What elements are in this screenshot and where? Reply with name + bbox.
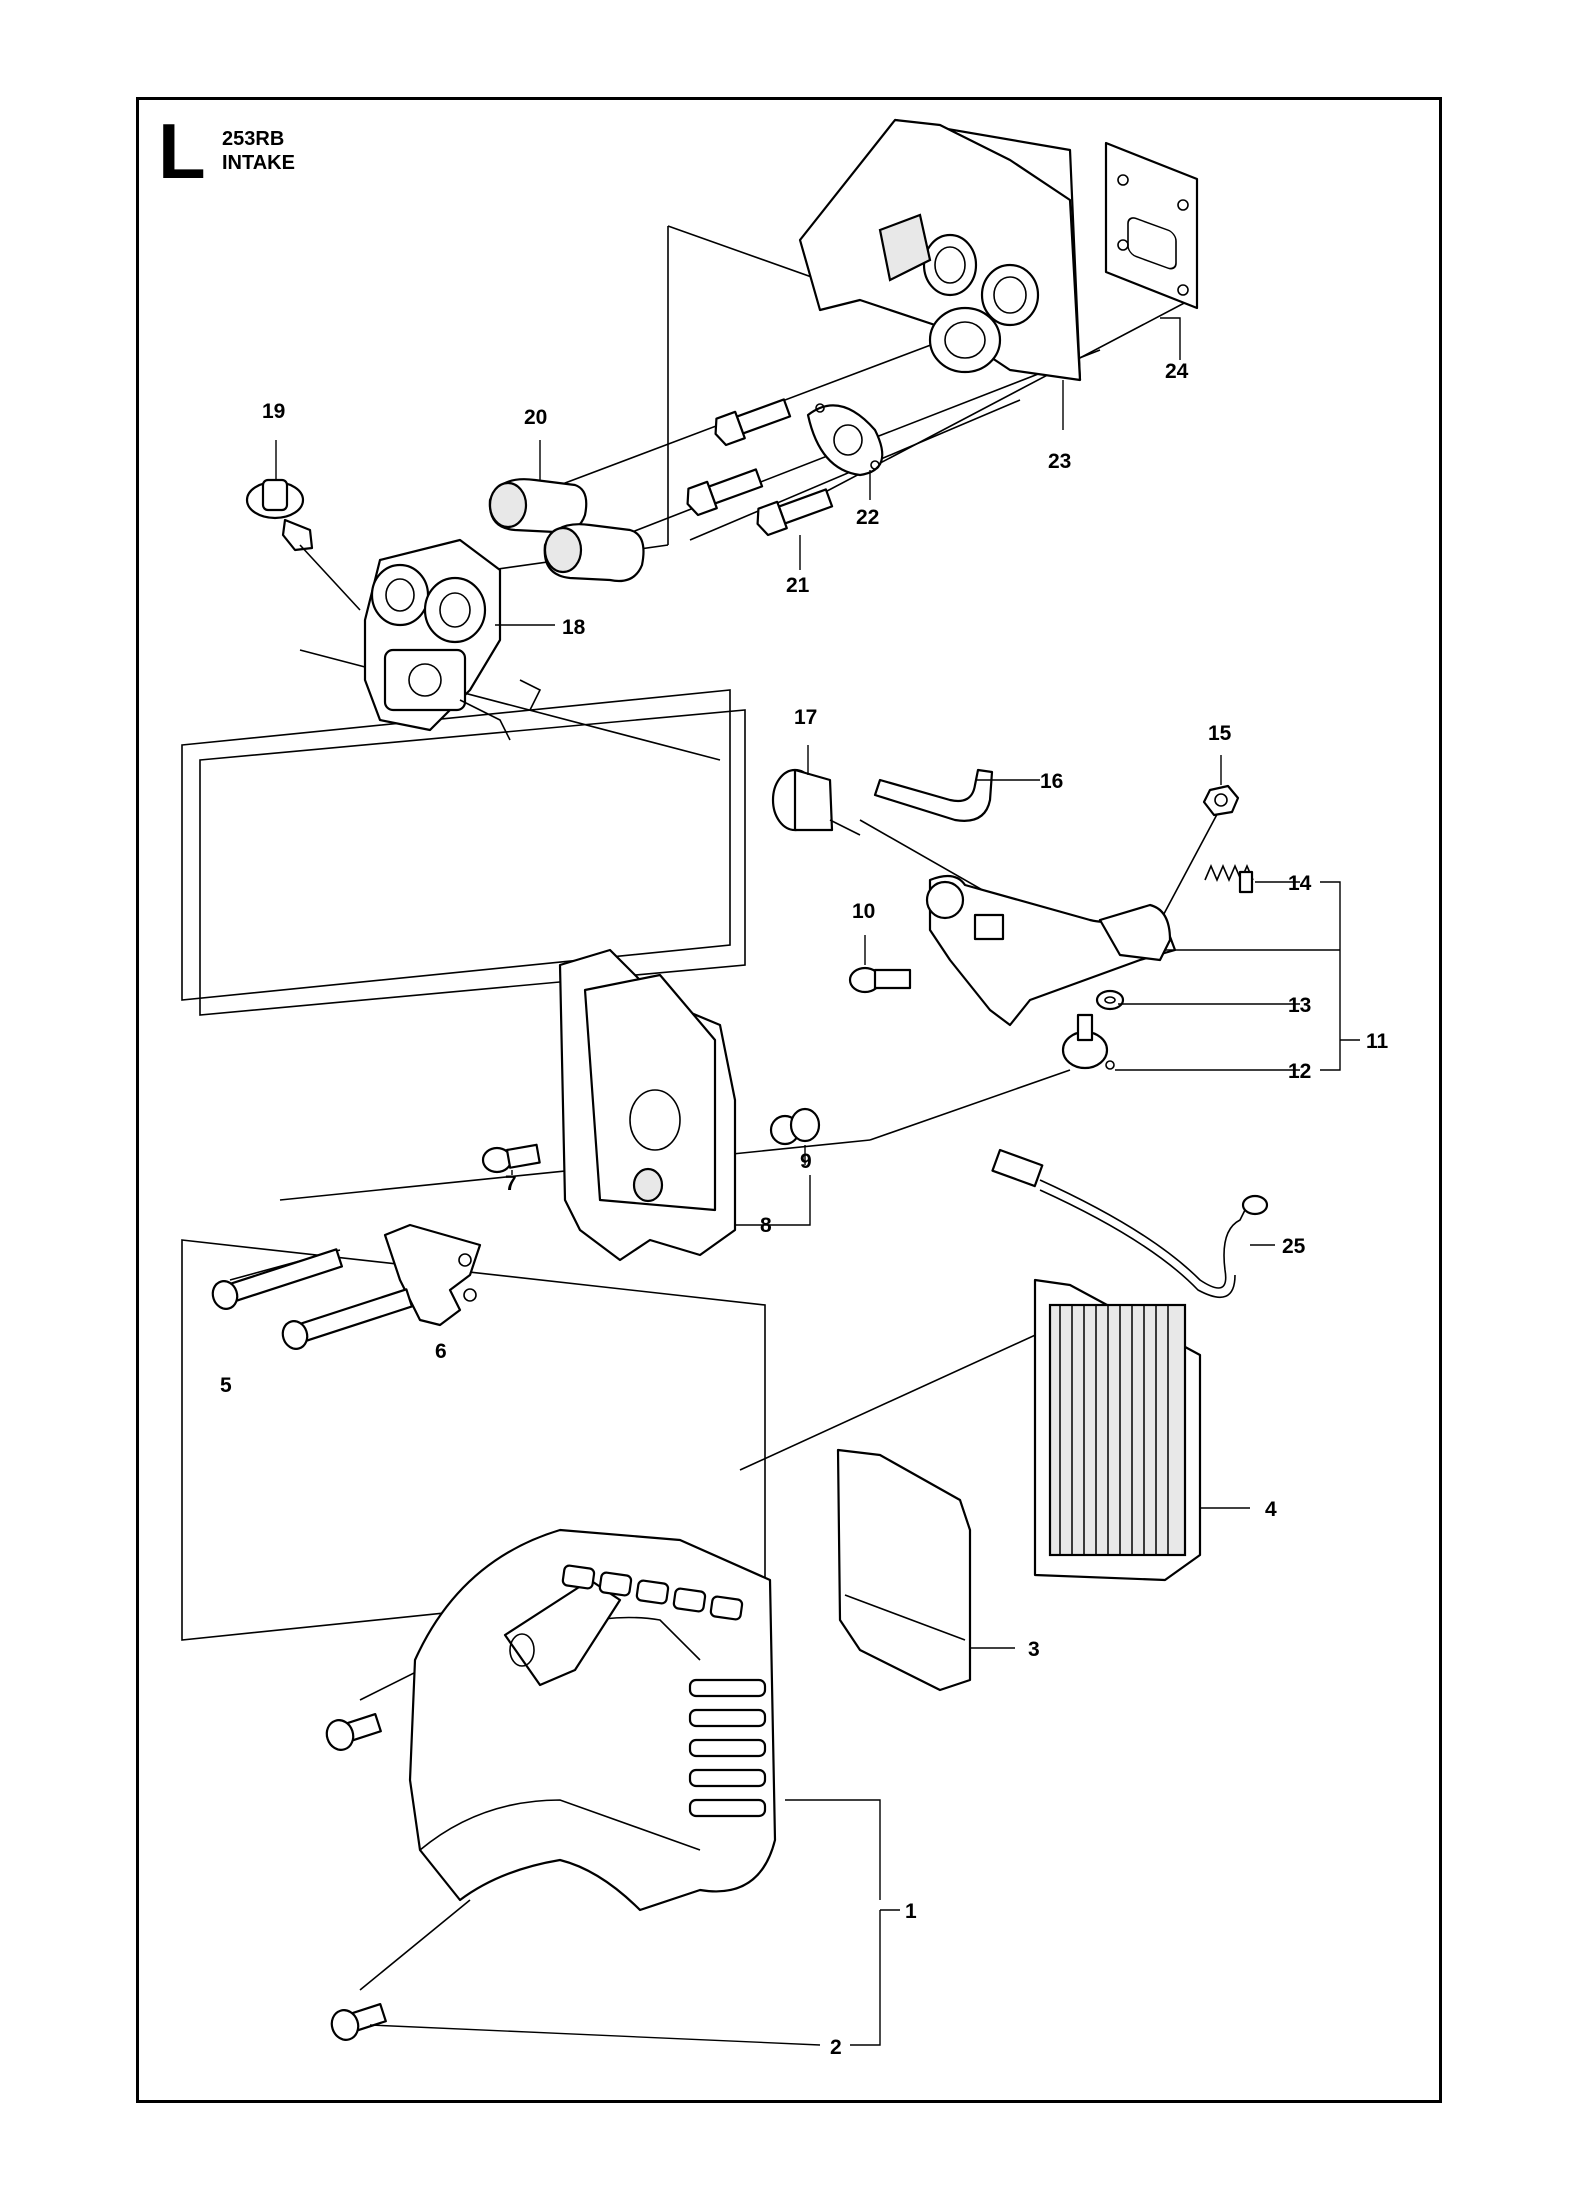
control-bracket xyxy=(925,874,1177,1027)
plug-9 xyxy=(769,1107,821,1146)
callout-22: 22 xyxy=(856,506,879,529)
model-number: 253RB xyxy=(222,128,285,150)
hose-16 xyxy=(873,768,994,822)
carburetor xyxy=(363,538,542,741)
callout-23: 23 xyxy=(1048,450,1071,473)
intake-hoses xyxy=(488,478,645,583)
callout-8: 8 xyxy=(760,1214,772,1237)
spring-14 xyxy=(1204,863,1254,894)
callout-14: 14 xyxy=(1288,872,1312,895)
diagram-frame xyxy=(136,97,1442,2103)
callout-18: 18 xyxy=(562,616,586,639)
callout-2: 2 xyxy=(830,2036,842,2059)
ball-joint-12 xyxy=(1061,1013,1115,1070)
intake-housing xyxy=(798,118,1082,382)
callout-9: 9 xyxy=(800,1150,812,1173)
insulator-plate xyxy=(1104,141,1199,310)
callout-17: 17 xyxy=(794,706,817,729)
callout-4: 4 xyxy=(1265,1498,1277,1521)
callout-5: 5 xyxy=(220,1374,232,1397)
callout-19: 19 xyxy=(262,400,285,423)
callout-labels: 1 2 3 4 5 6 7 8 9 10 11 12 13 14 15 16 1… xyxy=(220,360,1389,2059)
section-letter: L xyxy=(158,107,206,195)
callout-21: 21 xyxy=(786,574,810,597)
callout-1: 1 xyxy=(905,1900,917,1923)
gasket-outline-upper xyxy=(181,689,746,1016)
long-screws-5 xyxy=(211,1248,414,1350)
callout-16: 16 xyxy=(1040,770,1063,793)
screws-21 xyxy=(686,398,834,537)
carburetor-gasket xyxy=(806,403,884,477)
callout-11: 11 xyxy=(1366,1030,1389,1053)
callout-7: 7 xyxy=(505,1172,517,1195)
cover-screws-2 xyxy=(325,1712,387,2041)
throttle-cable xyxy=(991,1148,1269,1299)
callout-6: 6 xyxy=(435,1340,447,1363)
callout-25: 25 xyxy=(1282,1235,1306,1258)
screw-7 xyxy=(481,1143,541,1174)
callout-13: 13 xyxy=(1288,994,1311,1017)
callout-24: 24 xyxy=(1165,360,1189,383)
leader-lines xyxy=(275,317,1360,2046)
callout-20: 20 xyxy=(524,406,547,429)
pre-filter xyxy=(836,1448,972,1692)
nut-15 xyxy=(1202,784,1240,817)
washer-13 xyxy=(1095,989,1125,1011)
air-filter-cover xyxy=(408,1528,777,1912)
filter-housing xyxy=(558,948,737,1262)
callout-15: 15 xyxy=(1208,722,1232,745)
callout-12: 12 xyxy=(1288,1060,1311,1083)
primer-fitting xyxy=(245,478,361,611)
diagram-title: INTAKE xyxy=(222,152,295,174)
callout-3: 3 xyxy=(1028,1638,1040,1661)
callout-10: 10 xyxy=(852,900,875,923)
screw-10 xyxy=(848,966,912,994)
valve-17 xyxy=(771,768,861,836)
air-filter xyxy=(1033,1278,1202,1582)
